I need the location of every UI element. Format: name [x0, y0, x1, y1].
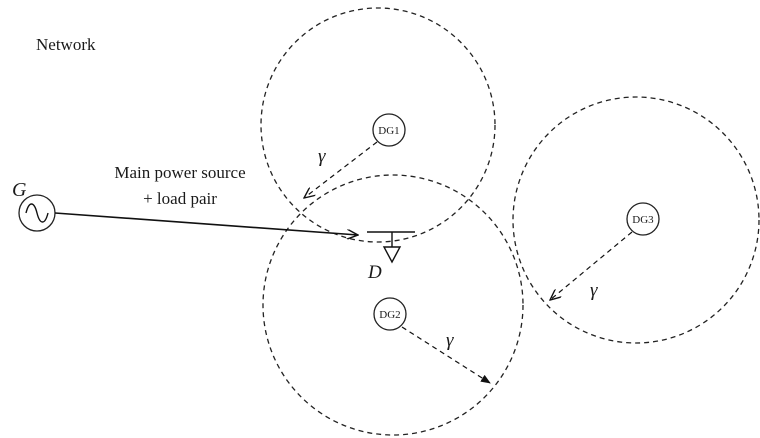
- network-title: Network: [36, 35, 96, 54]
- source-label-line2: + load pair: [143, 189, 217, 208]
- dg1-label: DG1: [378, 125, 399, 137]
- generator-icon: [18, 194, 56, 232]
- dg2-node: [373, 297, 407, 331]
- main-feeder-line: [54, 212, 358, 235]
- dg2-coverage-circle: [262, 174, 524, 436]
- load-icon: [367, 231, 415, 264]
- dg3-coverage-circle: [512, 96, 760, 344]
- generator-symbol: G: [12, 179, 27, 201]
- source-label-line1: Main power source: [114, 163, 245, 182]
- dg2-label: DG2: [379, 309, 400, 321]
- dg1-radius-arrow: [304, 141, 378, 198]
- dg1-node: [372, 113, 406, 147]
- dg3-node: [626, 202, 660, 236]
- dg3-radius-symbol: γ: [590, 280, 598, 301]
- dg1-coverage-circle: [260, 7, 496, 243]
- load-symbol: D: [367, 262, 382, 283]
- dg3-label: DG3: [632, 214, 654, 226]
- dg2-radius-symbol: γ: [446, 330, 454, 351]
- dg1-radius-symbol: γ: [318, 146, 326, 167]
